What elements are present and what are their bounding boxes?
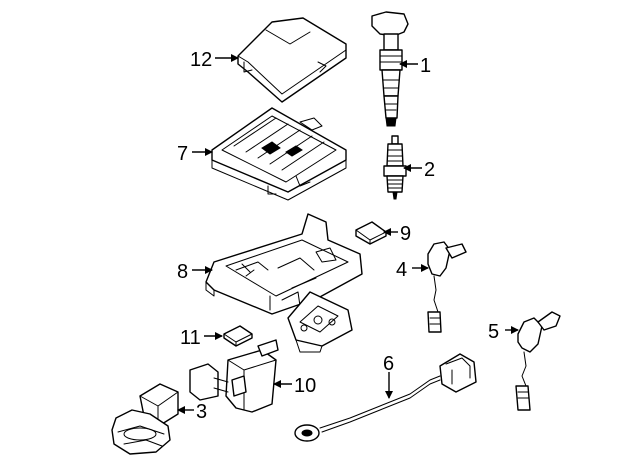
small-chip-part	[223, 325, 253, 347]
callout-6: 6	[383, 353, 394, 375]
sensor-cable-part	[294, 353, 477, 442]
sensor-module-part	[189, 339, 279, 413]
callout-7: 7	[177, 143, 188, 165]
callout-8: 8	[177, 261, 188, 283]
knock-sensor-part	[111, 383, 179, 455]
engine-cover-part	[237, 17, 347, 103]
callout-4: 4	[396, 259, 407, 281]
mounting-bracket-part	[205, 213, 363, 353]
ignition-coil-part	[371, 11, 409, 127]
small-module-part	[355, 221, 387, 245]
control-module-part	[211, 107, 347, 201]
callout-1: 1	[420, 55, 431, 77]
callout-12: 12	[190, 49, 212, 71]
spark-plug-part	[383, 135, 407, 200]
sensor-4-part	[427, 241, 467, 333]
sensor-5-part	[515, 311, 561, 411]
callout-10: 10	[294, 375, 316, 397]
callout-2: 2	[424, 159, 435, 181]
callout-11: 11	[180, 327, 201, 349]
callout-9: 9	[400, 223, 411, 245]
callout-3: 3	[196, 401, 207, 423]
callout-5: 5	[488, 321, 499, 343]
